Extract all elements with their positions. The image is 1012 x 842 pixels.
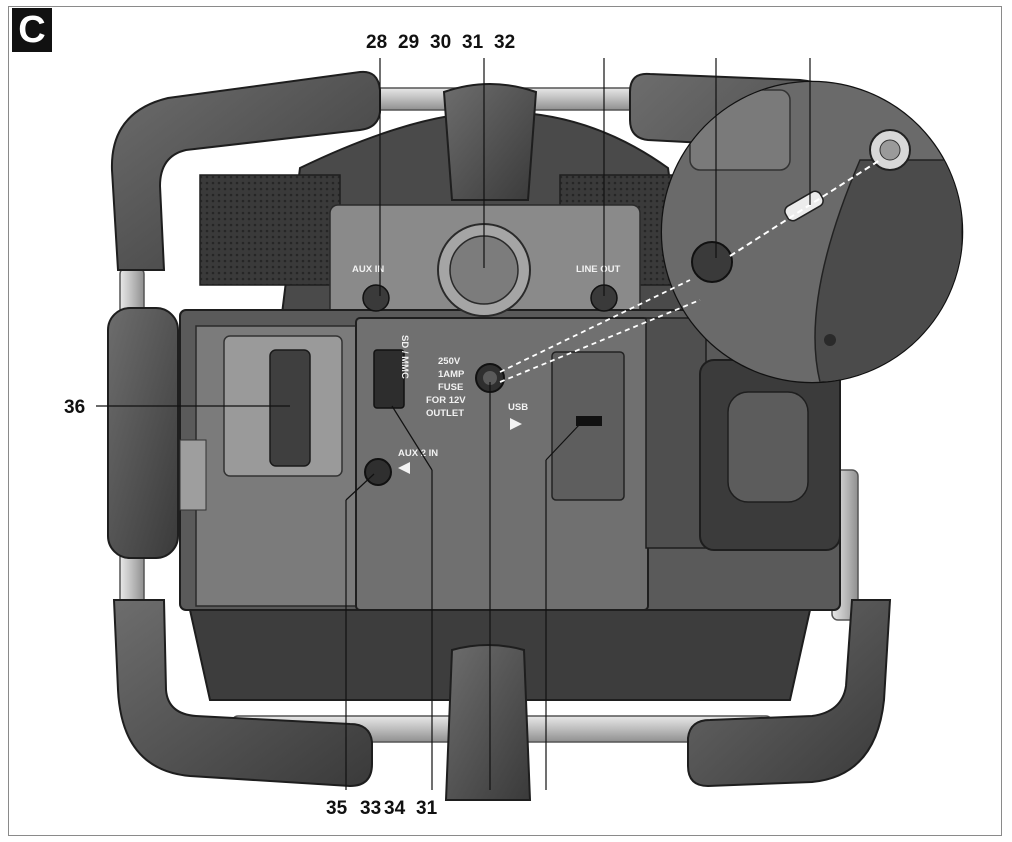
aux-in-label: AUX IN (352, 264, 384, 275)
callout-30: 30 (430, 32, 451, 53)
callout-31-bottom: 31 (416, 798, 438, 819)
usb-label: USB (508, 402, 528, 413)
usb-port (576, 416, 602, 426)
inset-leader-top (499, 279, 691, 373)
callout-28: 28 (366, 32, 387, 53)
sd-card-slot (373, 349, 405, 409)
inset-screw (824, 334, 836, 346)
speaker-grille-left (199, 174, 341, 286)
bottom-foot (444, 644, 532, 801)
line-out-label: LINE OUT (576, 264, 621, 275)
callout-36: 36 (64, 397, 85, 418)
figure-border (8, 6, 1002, 836)
callout-31-top: 31 (462, 32, 484, 53)
leader-usb-b (545, 423, 581, 461)
side-strip (645, 317, 707, 549)
figure-letter-badge: C (12, 8, 52, 52)
fuse-text-3: FUSE (438, 382, 463, 393)
inset-fuse-cap (691, 241, 733, 283)
aux-in-jack (362, 284, 390, 312)
inset-fuse (784, 190, 824, 222)
inset-content (662, 82, 962, 382)
aux2-in-jack (364, 458, 392, 486)
fuse-text-1: 250V (438, 356, 461, 367)
handle-cutout (727, 391, 809, 503)
callout-34: 34 (384, 798, 406, 819)
inset-leader-bottom (499, 299, 701, 383)
aux2-in-label: AUX 2 IN (398, 448, 438, 459)
battery-clip (179, 439, 207, 511)
left-side-grip (107, 307, 179, 559)
fuse-text-5: OUTLET (426, 408, 464, 419)
leader-35-b (345, 473, 375, 501)
fuse-text-4: FOR 12V (426, 395, 466, 406)
inset-socket-center (879, 139, 901, 161)
callout-32: 32 (494, 32, 515, 53)
callout-35: 35 (326, 798, 348, 819)
top-carry-handle (442, 83, 538, 201)
usb-arrow-icon (510, 418, 522, 430)
rear-ports: SD / MMC 250V 1AMP FUSE FOR 12V OUTLET U… (364, 335, 625, 501)
top-panel-controls: AUX IN LINE OUT (352, 223, 621, 317)
fuse-detail-inset (499, 80, 964, 384)
callout-29: 29 (398, 32, 419, 53)
fuse-cap-center (483, 371, 497, 385)
aux2-arrow-icon (398, 462, 410, 474)
sd-mmc-label: SD / MMC (399, 335, 410, 379)
callout-33: 33 (360, 798, 381, 819)
battery-latch (269, 349, 311, 467)
bumper-bottom-right (687, 599, 892, 788)
leader-31-b (391, 405, 433, 471)
fuse-text-2: 1AMP (438, 369, 465, 380)
bumper-bottom-left (112, 599, 373, 788)
leader-lines (96, 58, 811, 790)
